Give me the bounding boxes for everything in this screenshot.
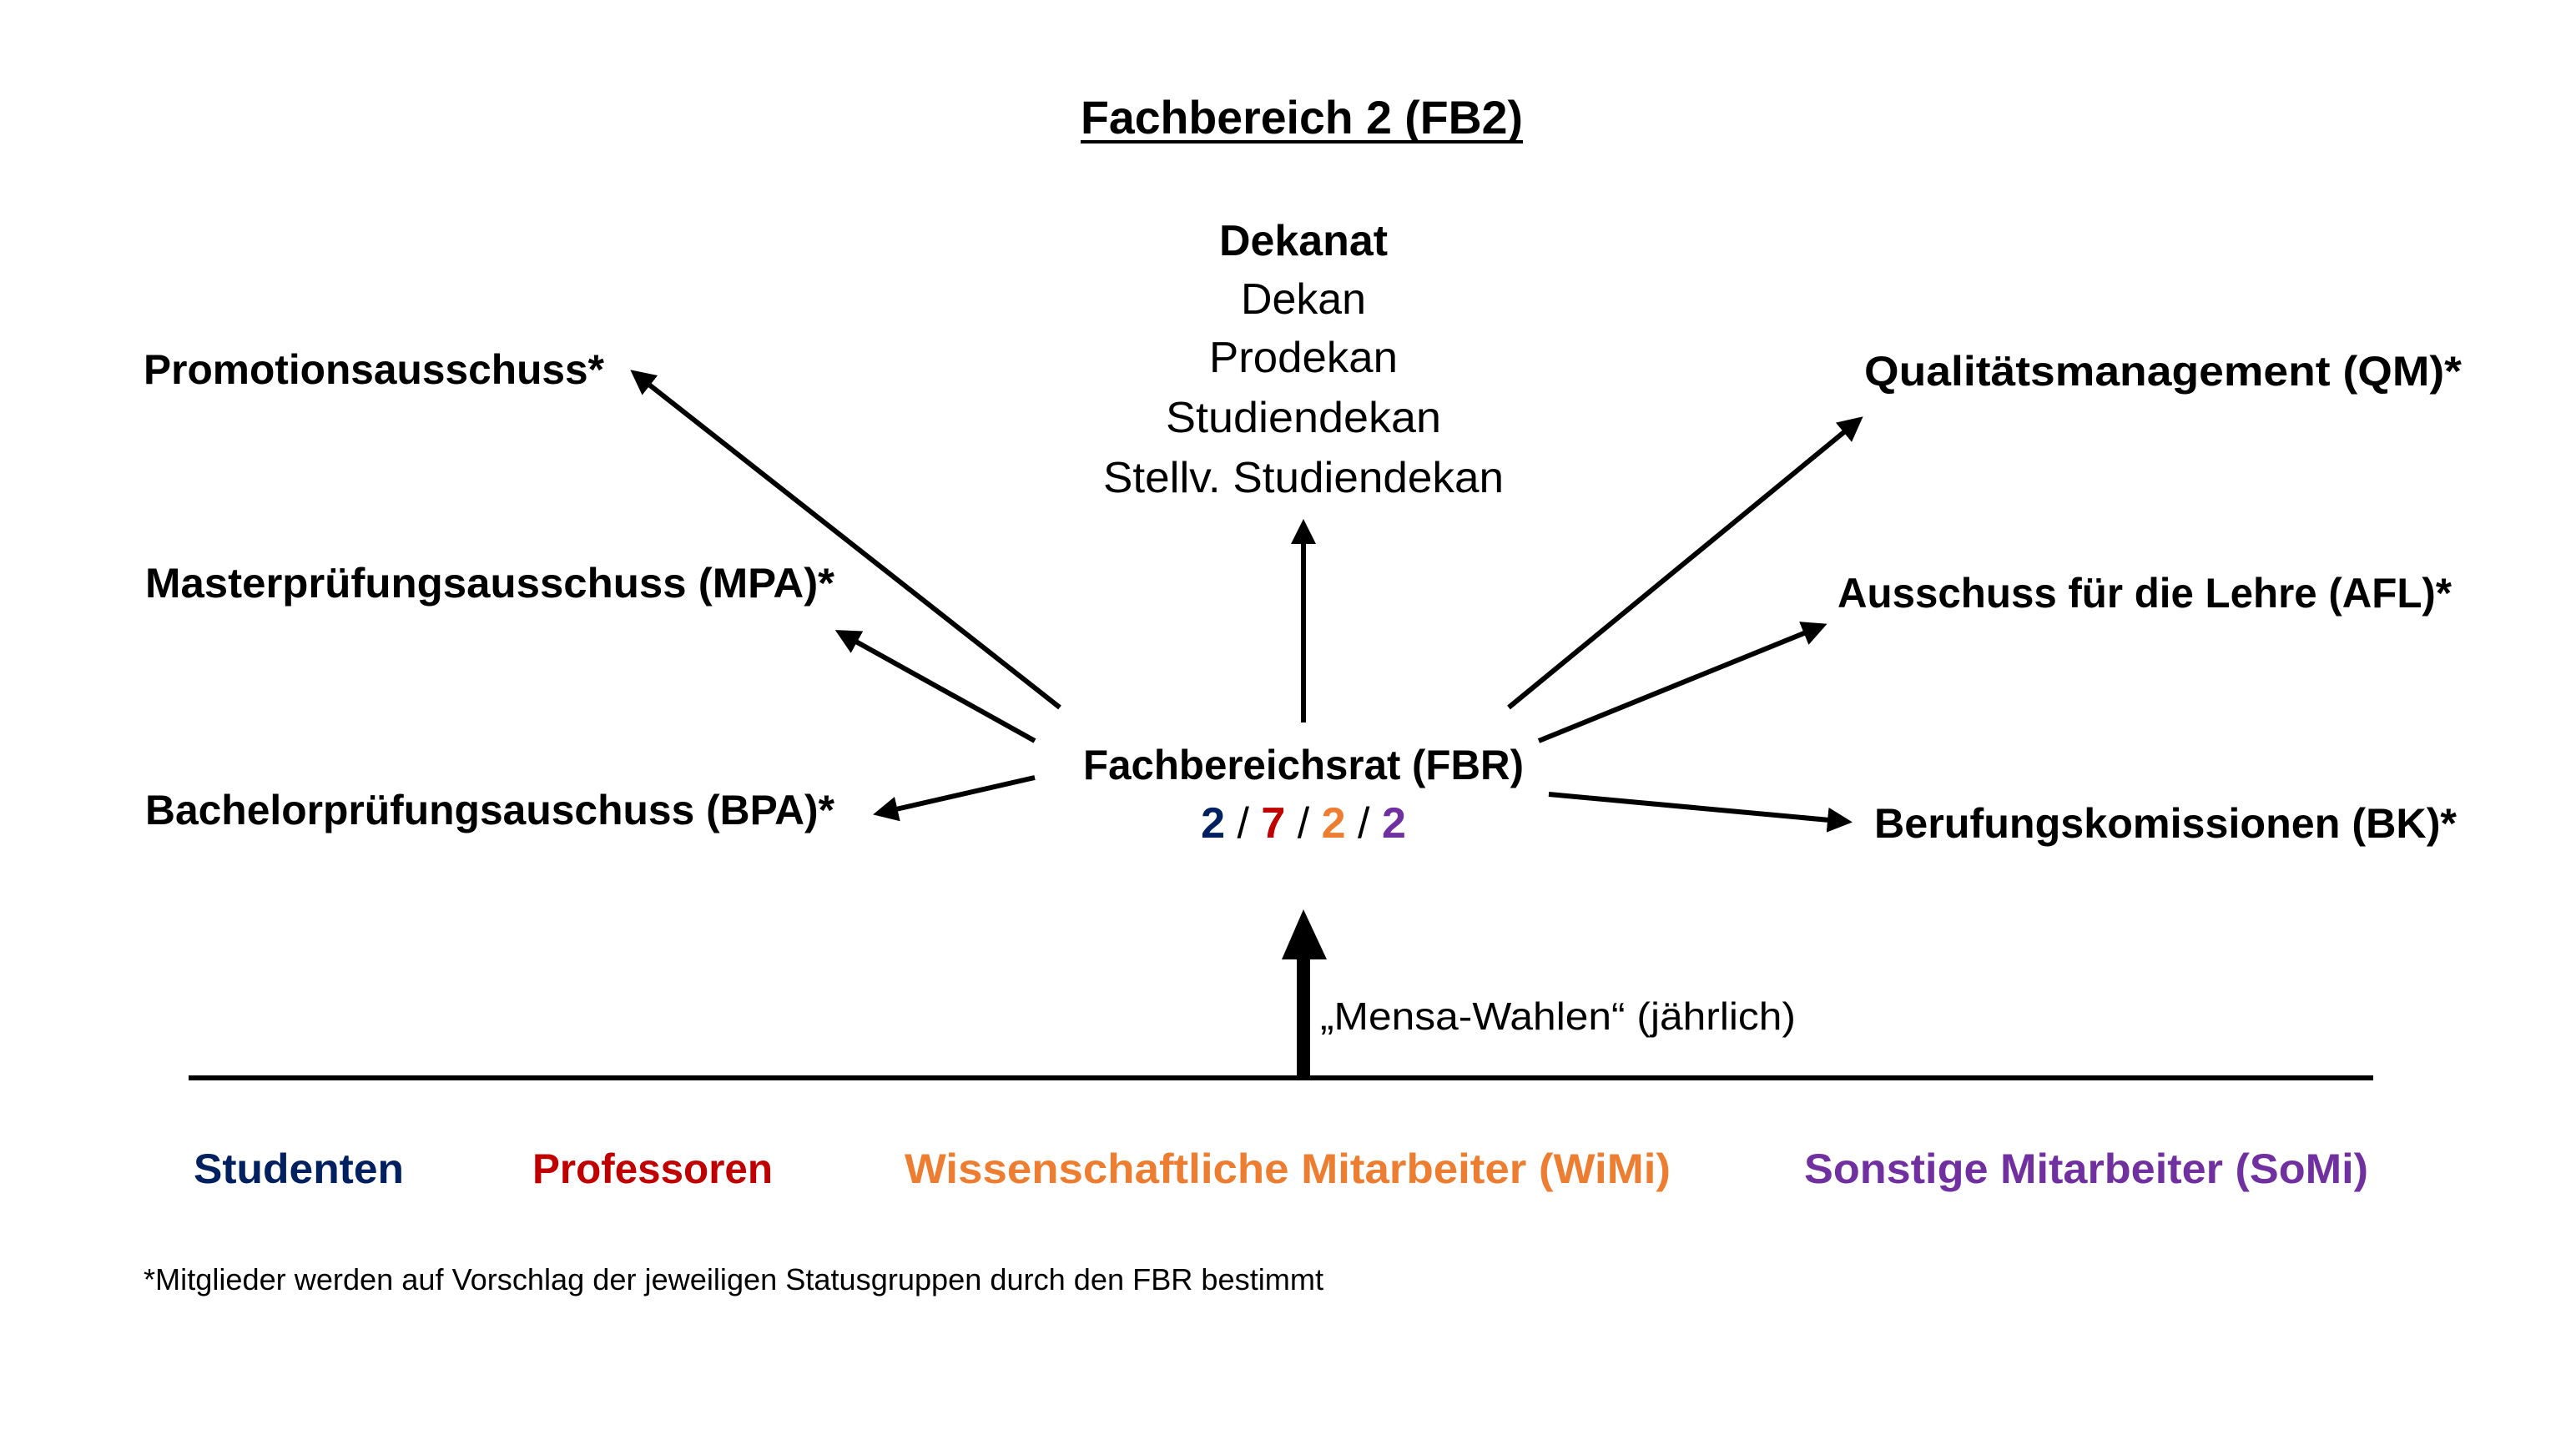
committee-mpa: Masterprüfungsausschuss (MPA)* [145,560,835,607]
committee-promotion: Promotionsausschuss* [144,346,605,393]
committee-bk: Berufungskomissionen (BK)* [1874,800,2458,847]
arrow-to-qm [1507,416,1863,710]
election-arrow [1282,909,1327,1078]
arrow-to-bpa [873,775,1036,822]
committee-qm: Qualitätsmanagement (QM)* [1864,348,2463,395]
council-name: Fachbereichsrat (FBR) [1083,742,1524,788]
footnote: *Mitglieder werden auf Vorschlag der jew… [144,1262,1323,1296]
arrow-to-afl [1537,622,1827,743]
arrow-to-mpa [834,630,1036,743]
dekanat-member: Studiendekan [1166,394,1441,442]
committee-afl: Ausschuss für die Lehre (AFL)* [1837,570,2452,617]
dekanat-heading: Dekanat [1219,217,1388,265]
seat-separator: / [1237,799,1261,848]
dekanat-member: Prodekan [1209,334,1398,382]
seats-studenten: 2 [1201,799,1225,848]
dekanat-member: Stellv. Studiendekan [1103,454,1504,502]
arrow-to-promotion [630,370,1061,710]
seat-separator: / [1298,799,1322,848]
committee-bpa: Bachelorprüfungsauschuss (BPA)* [145,787,835,833]
dekanat-member: Dekan [1241,275,1366,324]
seats-professoren: 7 [1261,799,1285,848]
status-group-somi: Sonstige Mitarbeiter (SoMi) [1804,1145,2368,1192]
seats-wimi: 2 [1322,799,1346,848]
council-seats: 2 / 7 / 2 / 2 [1201,799,1406,848]
status-group-wimi: Wissenschaftliche Mitarbeiter (WiMi) [905,1145,1671,1192]
status-group-professoren: Professoren [532,1145,773,1192]
page-title: Fachbereich 2 (FB2) [1081,91,1523,143]
seats-somi: 2 [1382,799,1406,848]
status-group-studenten: Studenten [194,1145,404,1192]
seat-separator: / [1358,799,1382,848]
arrow-to-bk [1548,792,1853,833]
election-label: „Mensa-Wahlen“ (jährlich) [1320,994,1796,1038]
